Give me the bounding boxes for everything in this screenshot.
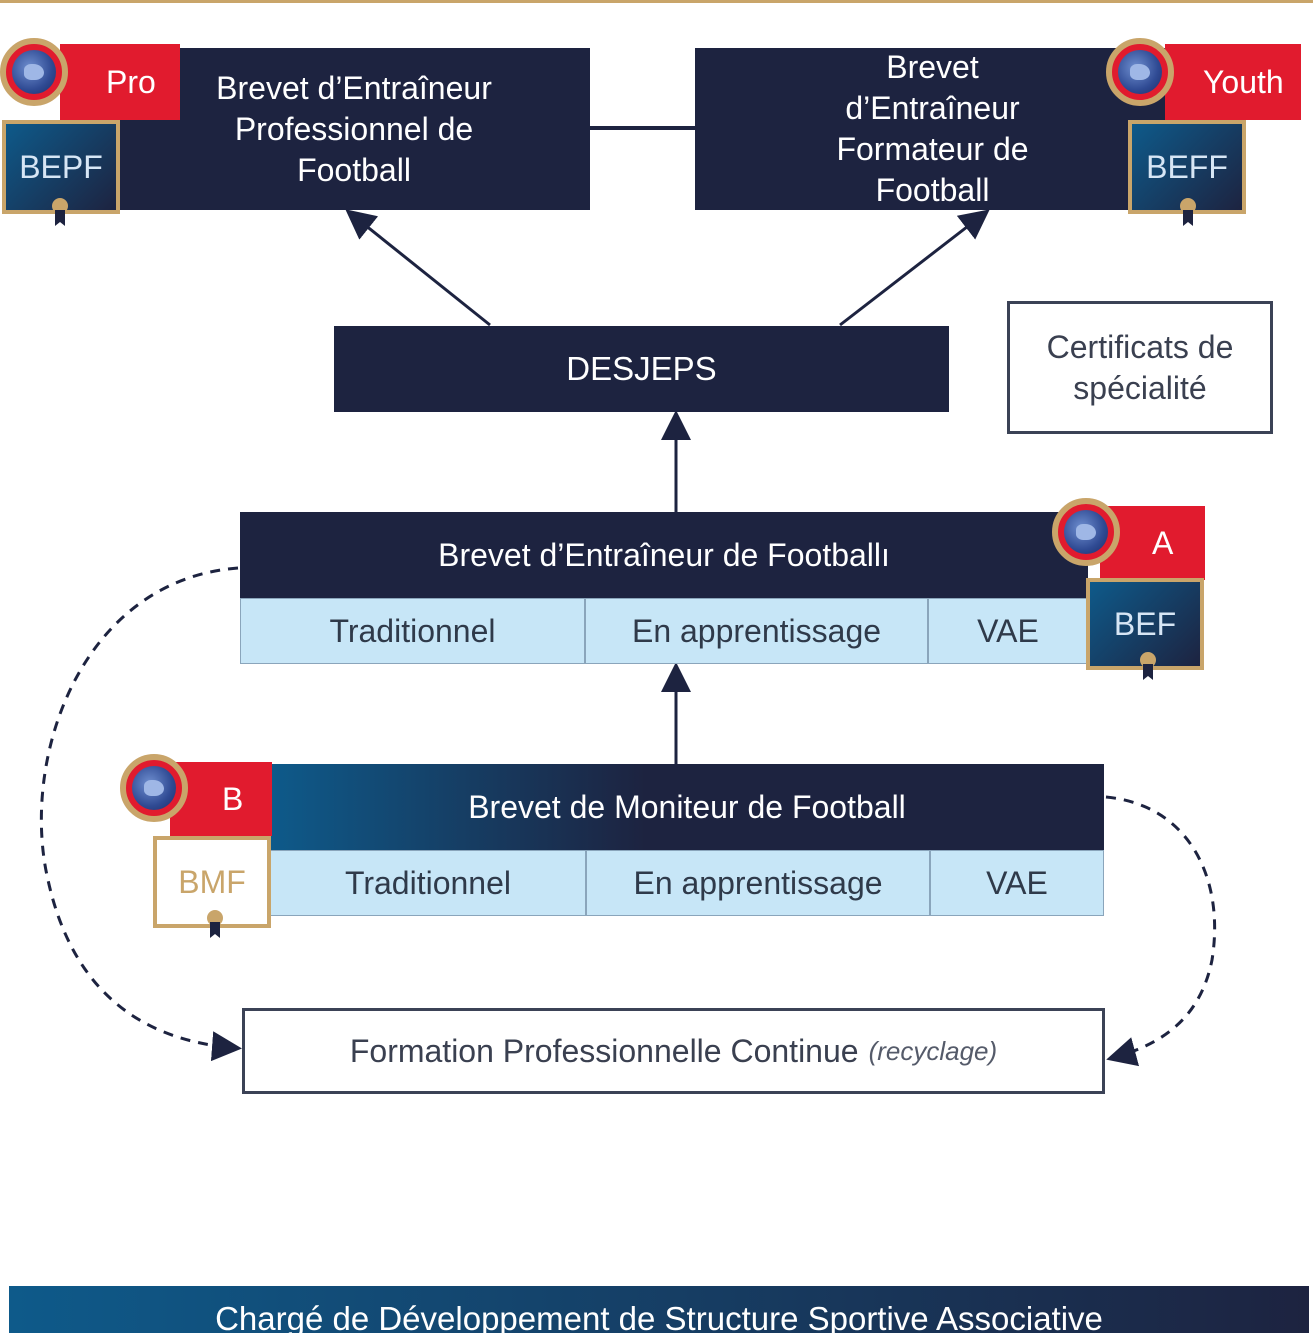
formation-note: (recyclage) (868, 1035, 998, 1066)
desjeps-box: DESJEPS (334, 326, 949, 412)
youth-tab-label: Youth (1203, 63, 1284, 100)
arrow-desjeps-to-bepf (345, 209, 491, 327)
bef-cert-label: BEF (1113, 605, 1177, 642)
uefa-globe-icon (1118, 50, 1162, 94)
bmf-path-apprentissage: En apprentissage (586, 850, 930, 916)
bef-path-apprentissage: En apprentissage (585, 598, 928, 664)
bmf-path-traditionnel-label: Traditionnel (344, 864, 511, 901)
bmf-path-apprentissage-label: En apprentissage (633, 864, 883, 901)
uefa-badge-pro (0, 38, 68, 106)
uefa-globe-icon (132, 766, 176, 810)
b-tab: B (170, 762, 272, 836)
formation-label: Formation Professionnelle Continue (349, 1032, 859, 1069)
ribbon-icon (207, 910, 223, 940)
uefa-globe-icon (1064, 510, 1108, 554)
uefa-globe-icon (12, 50, 56, 94)
beff-cert-label: BEFF (1146, 148, 1228, 185)
uefa-badge-b (120, 754, 188, 822)
bef-title: Brevet d’Entraîneur de Footballı (438, 536, 890, 573)
certificats-line-2: spécialité (1073, 369, 1207, 406)
uefa-badge-youth (1106, 38, 1174, 106)
footer-label: Chargé de Développement de Structure Spo… (215, 1300, 1103, 1333)
pro-tab: Pro (60, 44, 180, 120)
ribbon-icon (52, 198, 68, 228)
bepf-title-line-3: Football (297, 151, 411, 188)
bef-path-vae: VAE (928, 598, 1088, 664)
bef-path-vae-label: VAE (977, 612, 1039, 649)
bmf-title: Brevet de Moniteur de Football (468, 788, 906, 825)
certificats-line-1: Certificats de (1046, 328, 1234, 365)
bef-path-apprentissage-label: En apprentissage (631, 612, 882, 649)
ribbon-icon (1180, 198, 1196, 228)
bmf-header: Brevet de Moniteur de Football (270, 764, 1104, 850)
bepf-box: Brevet d’Entraîneur Professionnel de Foo… (118, 48, 590, 210)
bef-path-traditionnel-label: Traditionnel (329, 612, 496, 649)
pro-tab-label: Pro (106, 63, 156, 100)
beff-title-line-1: Brevet d’Entraîneur (845, 49, 1020, 126)
top-rule (0, 0, 1313, 3)
certificats-box: Certificats de spécialité (1007, 301, 1273, 434)
desjeps-label: DESJEPS (566, 350, 717, 387)
bmf-path-traditionnel: Traditionnel (270, 850, 586, 916)
footer-banner: Chargé de Développement de Structure Spo… (9, 1286, 1309, 1333)
bmf-path-vae: VAE (930, 850, 1104, 916)
bmf-cert-label: BMF (178, 863, 246, 900)
arrow-desjeps-to-beff (839, 209, 990, 327)
beff-title-line-2: Formateur de (836, 131, 1029, 167)
b-tab-label: B (222, 780, 244, 817)
bepf-certificate: BEPF (2, 120, 120, 214)
bef-header: Brevet d’Entraîneur de Footballı (240, 512, 1088, 598)
a-tab-label: A (1152, 524, 1174, 561)
bmf-path-vae-label: VAE (986, 864, 1048, 901)
bepf-title-line-1: Brevet d’Entraîneur (216, 69, 492, 106)
dashed-bmf-to-formation (1105, 795, 1217, 1067)
beff-title-line-3: Football (875, 172, 990, 208)
youth-tab: Youth (1165, 44, 1301, 120)
ribbon-icon (1140, 652, 1156, 682)
bepf-title-line-2: Professionnel de (234, 110, 474, 147)
uefa-badge-a (1052, 498, 1120, 566)
bepf-cert-label: BEPF (19, 148, 103, 185)
beff-box: Brevet d’Entraîneur Formateur de Footbal… (695, 48, 1170, 210)
formation-box: Formation Professionnelle Continue (recy… (242, 1008, 1105, 1094)
bef-path-traditionnel: Traditionnel (240, 598, 585, 664)
